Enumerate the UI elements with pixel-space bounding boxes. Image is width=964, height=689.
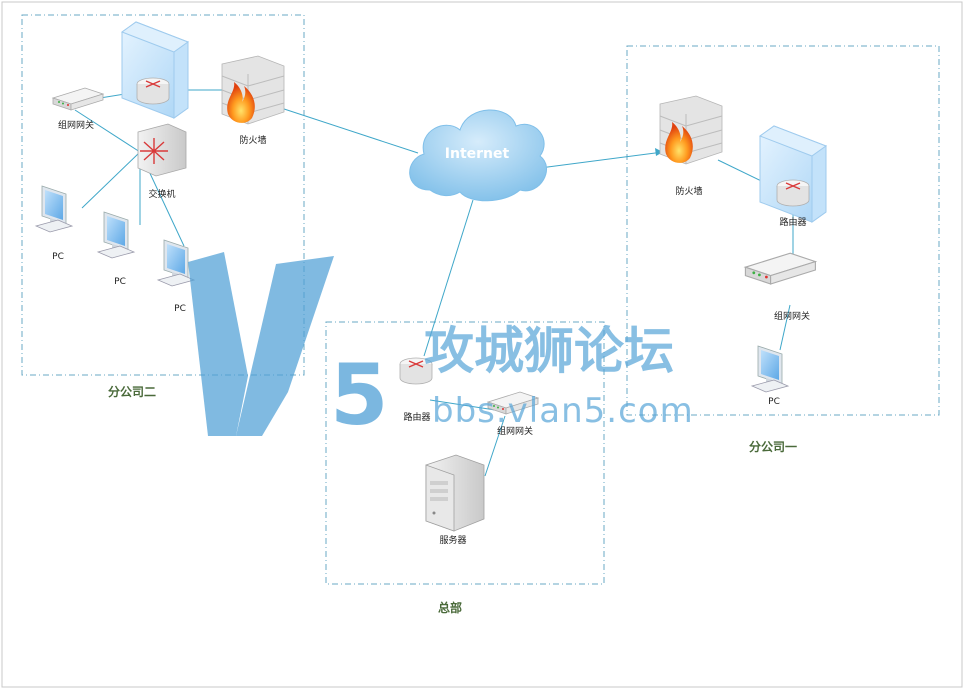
router-branch-one-icon (776, 179, 810, 207)
group-label-headquarters: 总部 (438, 600, 462, 615)
watermark: 5 攻城狮论坛 bbs.vlan5.com (188, 252, 694, 444)
router-branch-two-icon (136, 77, 170, 105)
frame-branch-two (21, 14, 305, 376)
router-hq-label: 路由器 (403, 411, 430, 423)
watermark-logo-letter: 5 (330, 346, 388, 444)
firewall-branch-two-icon (221, 55, 285, 125)
firewall-branch-one-icon (659, 95, 723, 165)
links (74, 89, 794, 477)
switch-label: 交换机 (148, 188, 175, 200)
pc-branch-one-label: PC (768, 397, 780, 407)
link-internet-router-hq (423, 199, 474, 357)
firewall-branch-two-label: 防火墙 (239, 134, 266, 146)
router-branch-one-label: 路由器 (779, 216, 806, 228)
server-label: 服务器 (439, 534, 466, 546)
arrow-head (655, 148, 663, 156)
frame-headquarters (325, 321, 605, 585)
watermark-url: bbs.vlan5.com (432, 391, 694, 431)
server-icon (425, 454, 485, 532)
gateway-branch-two-label: 组网网关 (58, 119, 94, 131)
internet-label: Internet (445, 146, 510, 162)
gateway-hq-label: 组网网关 (497, 425, 533, 437)
watermark-logo-right-icon (236, 256, 334, 436)
firewall-branch-one-label: 防火墙 (675, 185, 702, 197)
link-gw-hq-server (484, 415, 506, 477)
group-label-branch-one: 分公司一 (749, 439, 797, 454)
link-router-hq-gw-hq (429, 399, 496, 411)
group-label-branch-two: 分公司二 (108, 384, 156, 399)
internet-cloud-icon: Internet (409, 109, 547, 202)
pc1-label: PC (52, 252, 64, 262)
link-firewall2-internet (274, 105, 419, 154)
gateway-branch-one-label: 组网网关 (774, 310, 810, 322)
frame-branch-one (626, 45, 940, 416)
pc2-label: PC (114, 277, 126, 287)
link-gw1-pc (779, 304, 791, 351)
switch-icon (137, 123, 187, 177)
link-switch-pc1 (81, 151, 141, 209)
watermark-title: 攻城狮论坛 (424, 322, 674, 380)
pc3-label: PC (174, 304, 186, 314)
watermark-logo-left-icon (188, 252, 248, 436)
link-gw2-switch (74, 109, 141, 153)
link-internet-firewall1 (539, 151, 664, 169)
